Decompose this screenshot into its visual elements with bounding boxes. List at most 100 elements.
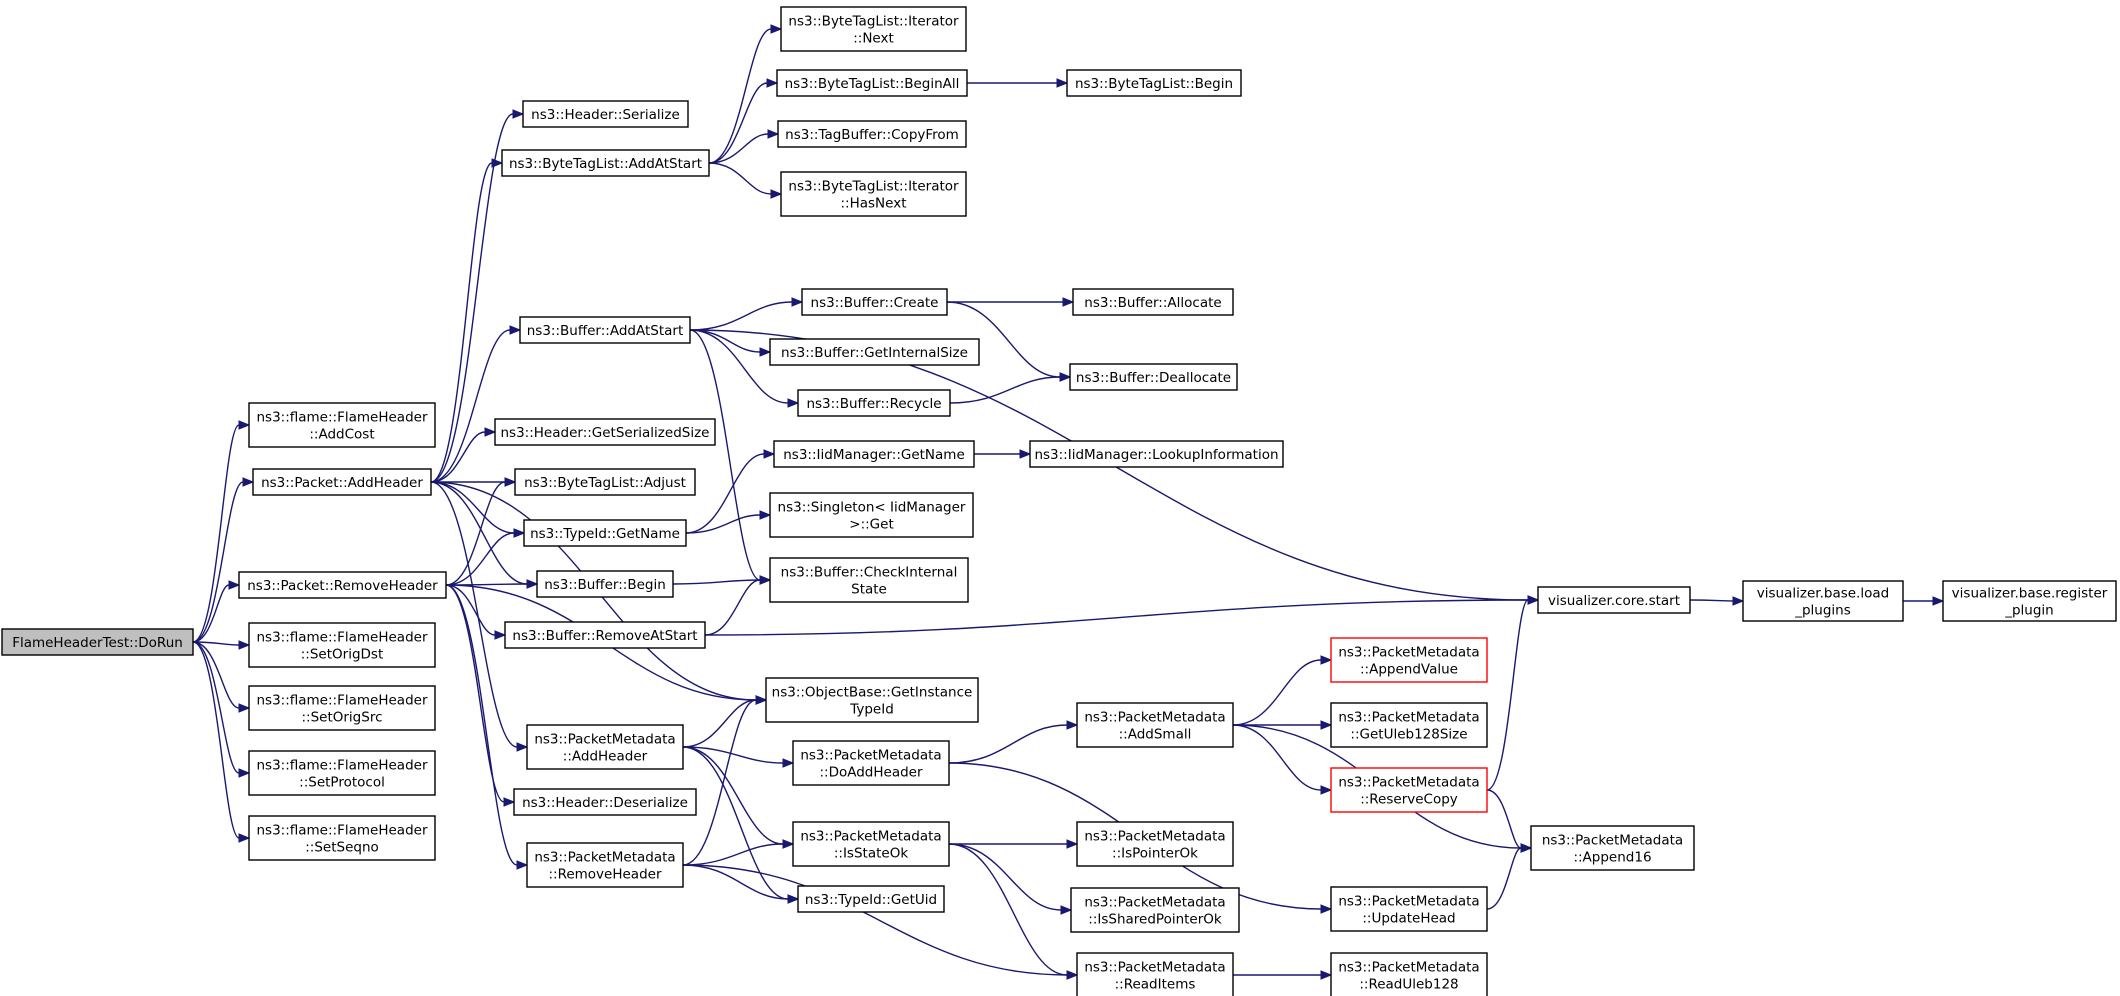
node-bufDeallocate[interactable]: ns3::Buffer::Deallocate [1069,363,1238,391]
node-pmAddSmall[interactable]: ns3::PacketMetadata::AddSmall [1076,702,1234,748]
node-vizBaseRegisterPlugin[interactable]: visualizer.base.register_plugin [1942,580,2117,622]
node-box[interactable] [801,288,948,316]
node-pmAppendValue[interactable]: ns3::PacketMetadata::AppendValue [1330,637,1488,683]
node-box[interactable] [1070,887,1240,933]
node-bufRecycle[interactable]: ns3::Buffer::Recycle [797,389,951,417]
node-box[interactable] [248,815,436,861]
node-box[interactable] [780,6,967,52]
node-box[interactable] [1069,363,1238,391]
node-pmDoAddHeader[interactable]: ns3::PacketMetadata::DoAddHeader [792,740,950,786]
node-box[interactable] [1742,580,1904,622]
node-box[interactable] [252,468,432,496]
node-box[interactable] [1330,637,1488,683]
node-box[interactable] [1330,767,1488,813]
node-btlBeginAll[interactable]: ns3::ByteTagList::BeginAll [776,69,968,97]
node-bufRemoveAtStart[interactable]: ns3::Buffer::RemoveAtStart [504,621,706,649]
node-box[interactable] [248,622,436,668]
node-btlBegin[interactable]: ns3::ByteTagList::Begin [1066,69,1242,97]
node-box[interactable] [248,750,436,796]
node-bufAllocate[interactable]: ns3::Buffer::Allocate [1072,288,1234,316]
node-box[interactable] [526,842,684,888]
node-box[interactable] [776,69,968,97]
node-box[interactable] [1330,886,1488,932]
node-singletonGet[interactable]: ns3::Singleton< IidManager>::Get [769,492,974,538]
node-box[interactable] [780,171,967,217]
node-box[interactable] [1942,580,2117,622]
node-box[interactable] [765,677,979,723]
node-vizBaseLoadPlugins[interactable]: visualizer.base.load_plugins [1742,580,1904,622]
node-box[interactable] [522,100,689,128]
node-btlAddAtStart[interactable]: ns3::ByteTagList::AddAtStart [501,149,710,177]
node-box[interactable] [1530,825,1695,871]
node-box[interactable] [777,120,967,148]
node-box[interactable] [248,685,436,731]
node-box[interactable] [797,389,951,417]
node-pktRemoveHeader[interactable]: ns3::Packet::RemoveHeader [238,571,447,599]
node-pmIsStateOk[interactable]: ns3::PacketMetadata::IsStateOk [792,821,950,867]
node-box[interactable] [1072,288,1234,316]
node-box[interactable] [773,440,975,468]
node-bufAddAtStart[interactable]: ns3::Buffer::AddAtStart [519,316,691,344]
node-box[interactable] [792,821,950,867]
node-box[interactable] [501,149,710,177]
node-box[interactable] [769,492,974,538]
node-pmIsSharedPointerOk[interactable]: ns3::PacketMetadata::IsSharedPointerOk [1070,887,1240,933]
node-tidGetUid[interactable]: ns3::TypeId::GetUid [797,885,945,913]
node-pmIsPointerOk[interactable]: ns3::PacketMetadata::IsPointerOk [1076,821,1234,867]
node-box[interactable] [238,571,447,599]
node-hdrGetSerializedSize[interactable]: ns3::Header::GetSerializedSize [494,418,716,446]
node-box[interactable] [1076,821,1234,867]
node-box[interactable] [1330,702,1488,748]
node-box[interactable] [536,570,674,598]
node-box[interactable] [1076,702,1234,748]
node-pmAddHeader[interactable]: ns3::PacketMetadata::AddHeader [526,724,684,770]
node-pmReadUleb128[interactable]: ns3::PacketMetadata::ReadUleb128 [1330,952,1488,996]
node-bufBegin[interactable]: ns3::Buffer::Begin [536,570,674,598]
node-box[interactable] [1330,952,1488,996]
node-box[interactable] [504,621,706,649]
node-pmAppend16[interactable]: ns3::PacketMetadata::Append16 [1530,825,1695,871]
node-pmReserveCopy[interactable]: ns3::PacketMetadata::ReserveCopy [1330,767,1488,813]
node-box[interactable] [514,468,696,496]
node-box[interactable] [769,557,969,603]
node-box[interactable] [494,418,716,446]
node-bufGetInternalSize[interactable]: ns3::Buffer::GetInternalSize [769,338,980,366]
node-hdrDeserialize[interactable]: ns3::Header::Deserialize [513,788,697,816]
node-bufCreate[interactable]: ns3::Buffer::Create [801,288,948,316]
node-box[interactable] [519,316,691,344]
node-iidGetName[interactable]: ns3::IidManager::GetName [773,440,975,468]
node-fhSetProtocol[interactable]: ns3::flame::FlameHeader::SetProtocol [248,750,436,796]
node-pmRemoveHeader[interactable]: ns3::PacketMetadata::RemoveHeader [526,842,684,888]
node-pktAddHeader[interactable]: ns3::Packet::AddHeader [252,468,432,496]
node-iidLookup[interactable]: ns3::IidManager::LookupInformation [1029,440,1284,468]
node-doRun[interactable]: FlameHeaderTest::DoRun [1,628,194,656]
node-box[interactable] [797,885,945,913]
node-box[interactable] [1537,586,1691,614]
node-pmReadItems[interactable]: ns3::PacketMetadata::ReadItems [1076,952,1234,996]
node-box[interactable] [1076,952,1234,996]
node-fhSetOrigSrc[interactable]: ns3::flame::FlameHeader::SetOrigSrc [248,685,436,731]
node-hdrSerialize[interactable]: ns3::Header::Serialize [522,100,689,128]
node-pmUpdateHead[interactable]: ns3::PacketMetadata::UpdateHead [1330,886,1488,932]
node-box[interactable] [1066,69,1242,97]
node-tidGetName[interactable]: ns3::TypeId::GetName [523,519,687,547]
node-box[interactable] [526,724,684,770]
node-box[interactable] [1029,440,1284,468]
node-btlAdjust[interactable]: ns3::ByteTagList::Adjust [514,468,696,496]
node-box[interactable] [513,788,697,816]
node-box[interactable] [523,519,687,547]
node-pmGetUleb128Size[interactable]: ns3::PacketMetadata::GetUleb128Size [1330,702,1488,748]
node-box[interactable] [248,402,436,448]
node-tbCopyFrom[interactable]: ns3::TagBuffer::CopyFrom [777,120,967,148]
node-btlItNext[interactable]: ns3::ByteTagList::Iterator::Next [780,6,967,52]
node-fhSetOrigDst[interactable]: ns3::flame::FlameHeader::SetOrigDst [248,622,436,668]
node-btlItHasNext[interactable]: ns3::ByteTagList::Iterator::HasNext [780,171,967,217]
node-box[interactable] [1,628,194,656]
node-fhSetSeqno[interactable]: ns3::flame::FlameHeader::SetSeqno [248,815,436,861]
node-fhAddCost[interactable]: ns3::flame::FlameHeader::AddCost [248,402,436,448]
node-box[interactable] [769,338,980,366]
node-box[interactable] [792,740,950,786]
node-vizCoreStart[interactable]: visualizer.core.start [1537,586,1691,614]
